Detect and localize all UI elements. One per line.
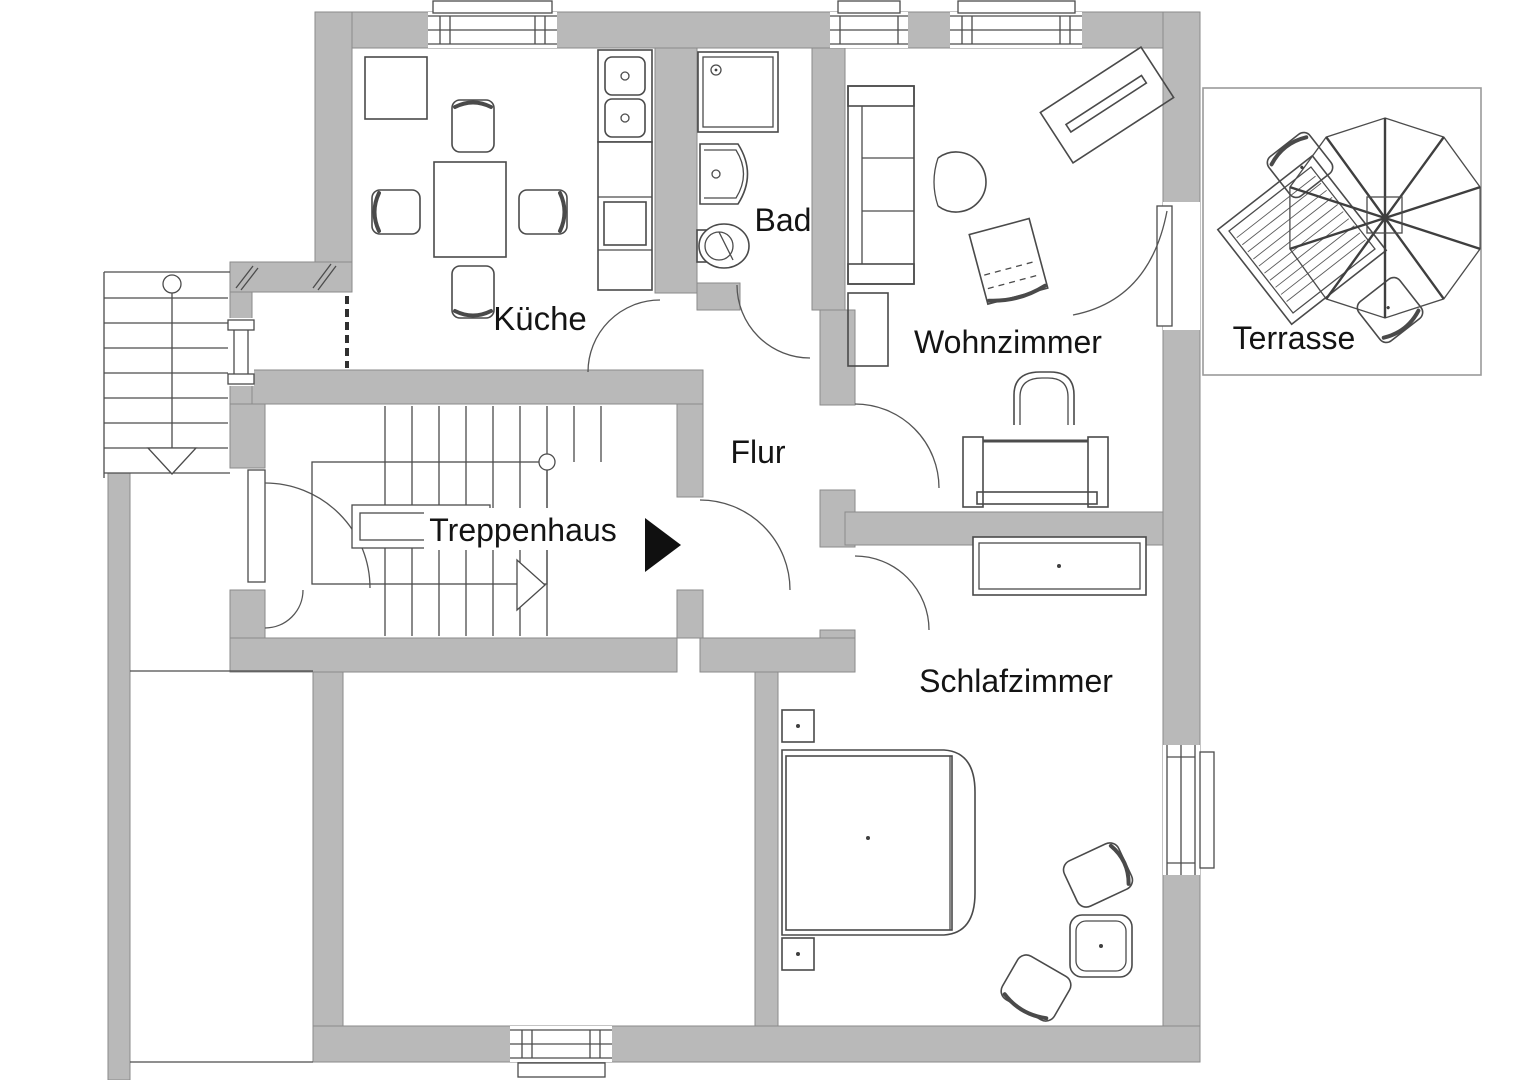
wall-treppenhaus-flur-b (676, 589, 704, 639)
bedroom-furniture (781, 536, 1147, 1022)
terrace-chair-2 (1356, 276, 1424, 344)
wall-south-band-right (699, 637, 856, 673)
sofa (847, 85, 915, 285)
terrace-table (1216, 154, 1388, 326)
wall-entry-left-a (229, 403, 266, 469)
terrace-door-swing (1072, 210, 1168, 316)
room-label-kueche: Küche (493, 300, 587, 337)
livingroom-window-sill (957, 0, 1076, 14)
entrance-door-swing (264, 482, 371, 589)
wall-left-lower (312, 671, 344, 1027)
livingroom-door-swing (854, 403, 940, 489)
room-label-treppenhaus: Treppenhaus (429, 512, 616, 548)
room-label-schlafzimmer: Schlafzimmer (919, 663, 1113, 699)
bath-window-sill (837, 0, 901, 14)
bedroom-window-sill (1199, 751, 1215, 869)
desk-angled (1039, 46, 1175, 164)
room-label-bad: Bad (755, 202, 812, 238)
room-label-wohnzimmer: Wohnzimmer (914, 324, 1102, 360)
doors (247, 284, 940, 631)
kitchen-chair-right (518, 189, 568, 235)
wall-left-upper (314, 11, 353, 293)
wall-vestibule-top (229, 261, 353, 293)
small-chair (1013, 371, 1075, 425)
kitchen-window-sill (432, 0, 553, 14)
bedroom-chair-1 (1062, 842, 1134, 908)
wall-treppenhaus-flur-a (676, 403, 704, 498)
wall-kitchen-south (251, 369, 704, 405)
armchair-wide (962, 436, 1109, 508)
stair-newel-circle (538, 453, 556, 471)
stair-direction-arrow (516, 558, 546, 612)
bathroom-furniture (696, 51, 779, 269)
treppenhaus-label-bg (424, 508, 624, 550)
exterior-stairs (103, 271, 313, 1063)
stove (603, 201, 647, 246)
kitchen-chair-left (371, 189, 421, 235)
nightstand (781, 937, 815, 971)
armchair-angled (968, 217, 1049, 306)
room-label-flur: Flur (730, 434, 785, 470)
kitchen-chair-bottom (451, 265, 495, 319)
wall-bath-south (696, 282, 741, 311)
room-labels: Küche Bad Wohnzimmer Terrasse Flur Trepp… (424, 202, 1355, 699)
kitchen-sink-unit (597, 49, 653, 143)
kitchen-counter (597, 141, 653, 291)
livingroom-furniture (847, 46, 1175, 508)
wall-break-marks (235, 263, 337, 291)
toilet (696, 223, 750, 269)
kitchen-furniture (364, 49, 653, 319)
washbasin (699, 143, 749, 205)
bath-door-swing (736, 284, 811, 359)
bedroom-table (1069, 914, 1133, 978)
wall-right (1162, 11, 1201, 1063)
bedroom-chair-2 (1000, 954, 1072, 1022)
entrance-door-leaf (247, 469, 266, 583)
side-shelf (847, 292, 889, 367)
round-chair (933, 151, 987, 213)
kitchen-cabinet (364, 56, 428, 120)
entry-direction-arrow (645, 518, 681, 572)
kitchen-chair-top (451, 99, 495, 153)
room-label-terrasse: Terrasse (1233, 320, 1356, 356)
terrace (1202, 87, 1482, 376)
wall-flur-wohnzimmer-a (819, 309, 856, 406)
bottom-window-sill (517, 1062, 606, 1078)
retaining-wall (107, 472, 131, 1080)
wall-bottom (312, 1025, 1201, 1063)
nightstand (781, 709, 815, 743)
bedroom-door-swing (854, 555, 930, 631)
shower (697, 51, 779, 133)
openings (227, 0, 1215, 1078)
sideboard (972, 536, 1147, 596)
stair-start-circle (162, 274, 182, 294)
wall-room-divider (754, 671, 779, 1027)
wall-bath-east (811, 47, 846, 311)
wall-south-band-left (229, 637, 678, 673)
stairwell-door-swing (699, 499, 791, 591)
parasol (1289, 117, 1481, 319)
stairs-down-arrow (146, 447, 198, 475)
kitchen-door-swing (587, 299, 661, 373)
wall-kitchen-east (654, 47, 698, 294)
entrance-door-swing-small (264, 589, 304, 629)
double-bed (781, 749, 976, 936)
kitchen-table (433, 161, 507, 258)
stair-treads-upper (573, 406, 602, 462)
